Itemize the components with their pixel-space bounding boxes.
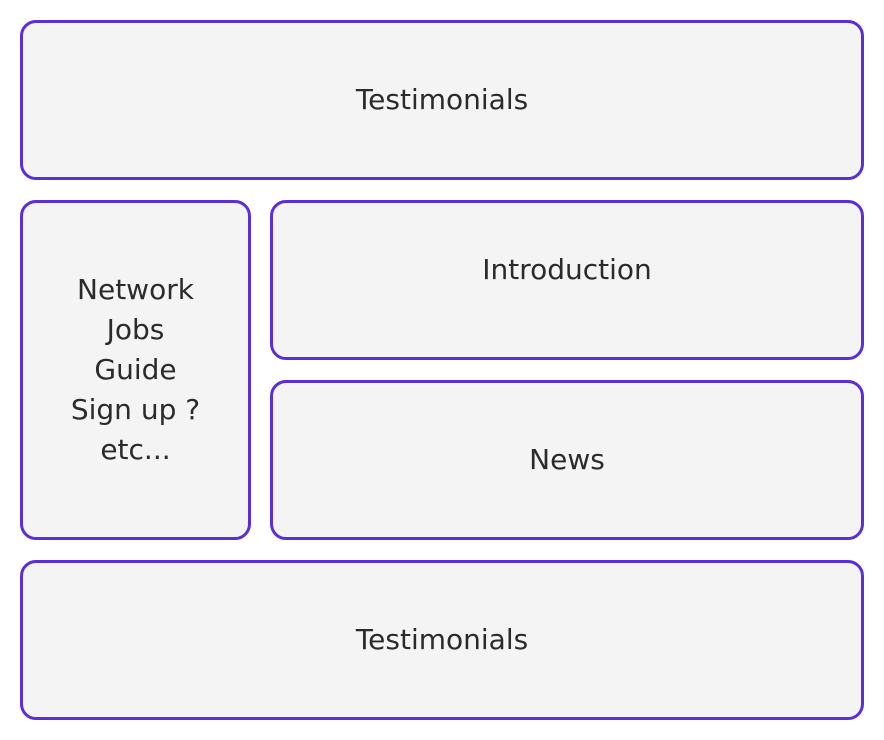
sidebar-item-network: Network bbox=[77, 273, 194, 306]
sidebar-item-guide: Guide bbox=[94, 353, 177, 386]
introduction-block: Introduction bbox=[270, 200, 864, 360]
introduction-label: Introduction bbox=[482, 253, 652, 286]
sidebar-block: Network Jobs Guide Sign up ? etc... bbox=[20, 200, 251, 540]
sidebar-item-etc: etc... bbox=[100, 433, 171, 466]
testimonials-bottom-block: Testimonials bbox=[20, 560, 864, 720]
news-block: News bbox=[270, 380, 864, 540]
testimonials-bottom-label: Testimonials bbox=[355, 623, 529, 656]
testimonials-top-label: Testimonials bbox=[355, 83, 529, 116]
sidebar-item-sign-up: Sign up ? bbox=[70, 393, 201, 426]
news-label: News bbox=[529, 443, 605, 476]
sidebar-list: Network Jobs Guide Sign up ? etc... bbox=[71, 270, 200, 470]
testimonials-top-block: Testimonials bbox=[20, 20, 864, 180]
sidebar-item-jobs: Jobs bbox=[106, 313, 165, 346]
